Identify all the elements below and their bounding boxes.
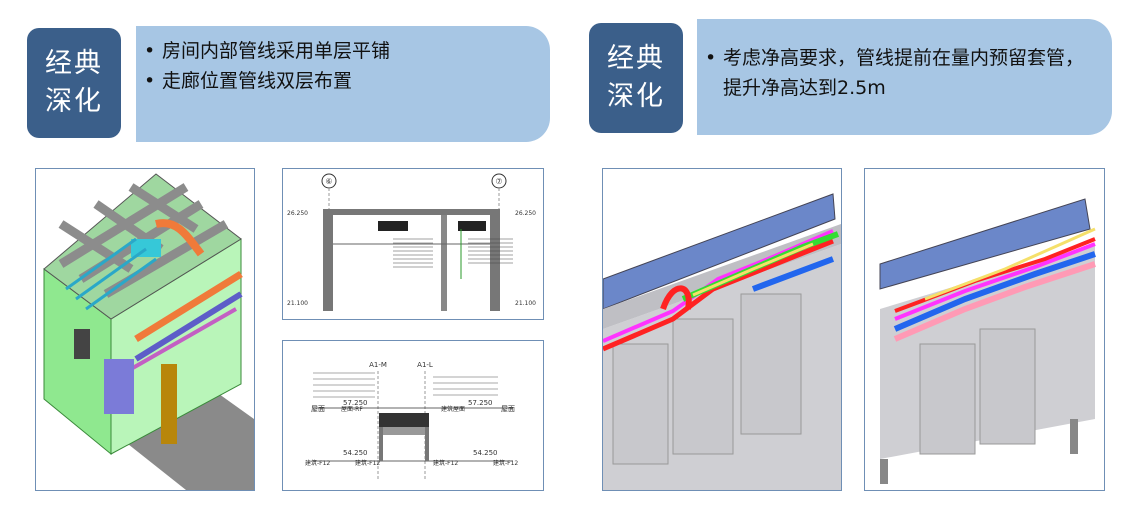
roof-rf-label: 屋面-RF — [341, 406, 363, 413]
elevation-label: 26.250 — [287, 210, 308, 217]
bullet-band-left: 房间内部管线采用单层平铺 走廊位置管线双层布置 — [136, 26, 550, 142]
floor-label: 建筑-F12 — [355, 459, 380, 467]
section-drawing-corridor: ⑥ ⑦ 26.250 21.100 26.250 21.100 — [282, 168, 544, 320]
elevation-label: 57.250 — [468, 399, 493, 407]
floor-label: 建筑-F12 — [433, 459, 458, 467]
axis-label-right: ⑦ — [495, 177, 502, 186]
axis-label-left: ⑥ — [325, 177, 332, 186]
floor-label: 建筑-F12 — [305, 459, 330, 467]
bullet-band-right: 考虑净高要求，管线提前在量内预留套管，提升净高达到2.5m — [697, 19, 1112, 135]
elevation-label: 57.250 — [343, 399, 368, 407]
floor-label: 建筑-F12 — [493, 459, 518, 467]
corridor-pipes-3d-view-b — [864, 168, 1105, 491]
elevation-label: 21.100 — [287, 300, 308, 307]
corridor-pipes-3d-view-a — [602, 168, 842, 491]
tag-classic-deepening-left: 经典 深化 — [27, 28, 121, 138]
elevation-label: 21.100 — [515, 300, 536, 307]
bullet-item: 走廊位置管线双层布置 — [136, 66, 550, 96]
roof-label: 屋面 — [501, 405, 515, 413]
elevation-label: 26.250 — [515, 210, 536, 217]
axis-label-right: A1-L — [417, 361, 433, 369]
section-drawing-roof: A1-M A1-L 屋面 57.250 57.250 屋面 屋面-RF 建筑屋面… — [282, 340, 544, 491]
elevation-label: 54.250 — [473, 449, 498, 457]
axis-label-left: A1-M — [369, 361, 387, 369]
tag-line2: 深化 — [45, 86, 103, 117]
tag-line1: 经典 — [45, 48, 103, 79]
elevation-label: 54.250 — [343, 449, 368, 457]
room-3d-model-image — [35, 168, 255, 491]
building-roof-label: 建筑屋面 — [441, 405, 465, 413]
roof-label: 屋面 — [311, 405, 325, 413]
bullet-item: 房间内部管线采用单层平铺 — [136, 36, 550, 66]
tag-line1: 经典 — [607, 43, 665, 74]
tag-classic-deepening-right: 经典 深化 — [589, 23, 683, 133]
tag-line2: 深化 — [607, 81, 665, 112]
bullet-item: 考虑净高要求，管线提前在量内预留套管，提升净高达到2.5m — [697, 43, 1096, 103]
